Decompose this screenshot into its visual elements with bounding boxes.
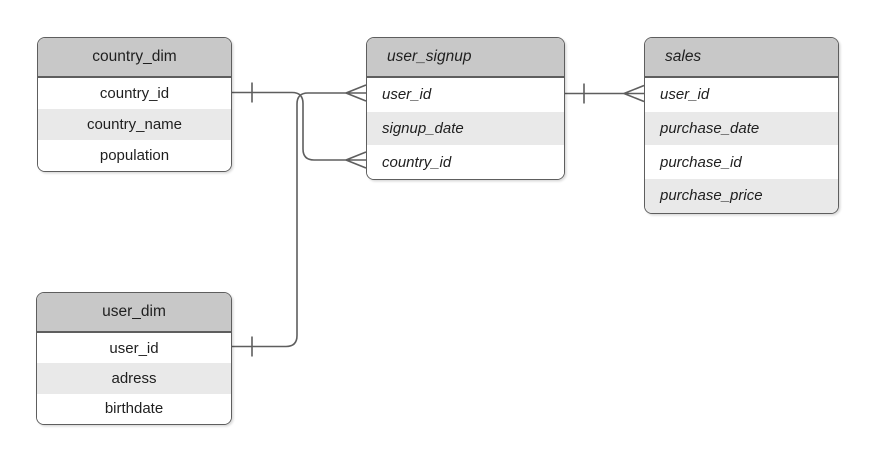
entity-user-dim: user_dim user_id adress birthdate	[36, 292, 232, 426]
entity-sales: sales user_id purchase_date purchase_id …	[644, 37, 839, 214]
field-row: adress	[37, 363, 231, 394]
entity-title: country_dim	[38, 38, 231, 78]
connector-path	[232, 92, 346, 348]
field-row: country_name	[38, 109, 231, 140]
field-list: user_id adress birthdate	[37, 333, 231, 425]
field-list: user_id signup_date country_id	[367, 78, 564, 180]
entity-user-signup: user_signup user_id signup_date country_…	[366, 37, 565, 181]
relationship-countrydim-usersignup	[232, 82, 367, 169]
connector-path	[232, 91, 346, 161]
field-row: user_id	[645, 78, 838, 112]
entity-title: user_dim	[37, 293, 231, 333]
field-row: user_id	[367, 78, 564, 112]
field-row: signup_date	[367, 111, 564, 146]
relationship-userdim-usersignup	[232, 84, 367, 357]
field-row: country_id	[367, 145, 564, 180]
crow-foot-many-icon	[345, 84, 367, 102]
field-row: user_id	[37, 333, 231, 364]
field-row: purchase_price	[645, 179, 838, 213]
field-row: purchase_id	[645, 145, 838, 180]
field-row: population	[38, 140, 231, 171]
field-row: purchase_date	[645, 111, 838, 146]
crow-foot-many-icon	[345, 151, 367, 169]
field-list: user_id purchase_date purchase_id purcha…	[645, 78, 838, 213]
field-row: birthdate	[37, 393, 231, 425]
entity-title: user_signup	[367, 38, 564, 78]
crow-foot-many-icon	[623, 84, 645, 103]
relationship-usersignup-sales	[565, 83, 645, 104]
entity-country-dim: country_dim country_id country_name popu…	[37, 37, 232, 172]
entity-title: sales	[645, 38, 838, 78]
field-list: country_id country_name population	[38, 78, 231, 171]
field-row: country_id	[38, 78, 231, 109]
